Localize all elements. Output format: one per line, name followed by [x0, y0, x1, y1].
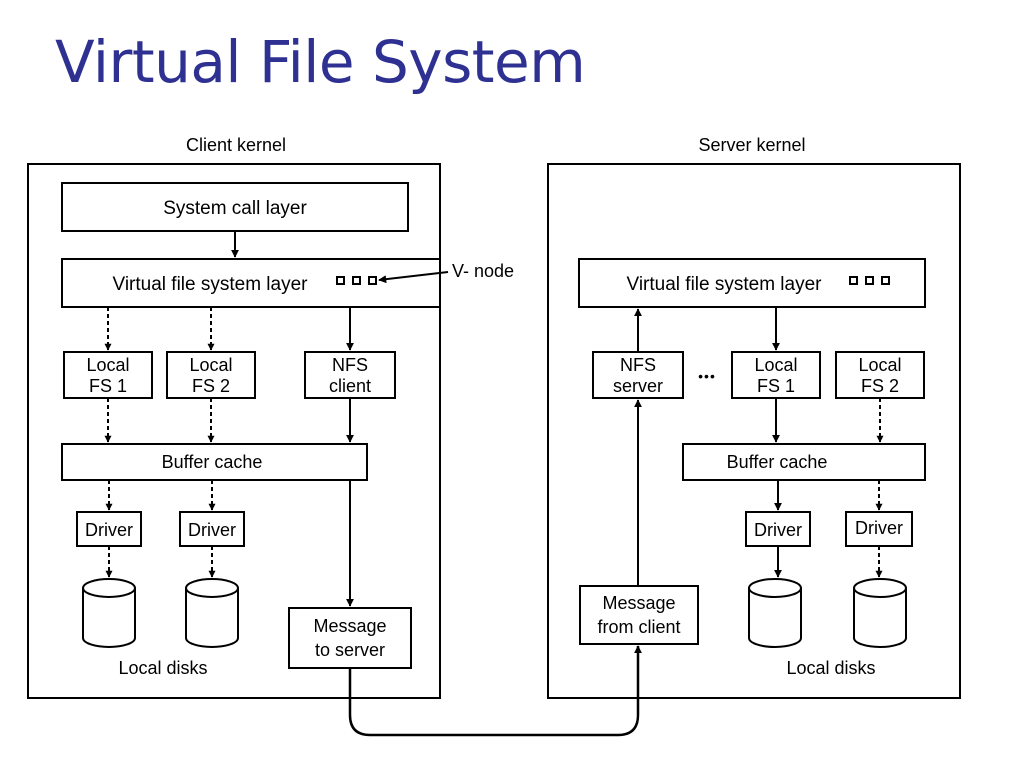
server-ellipsis: •••	[698, 368, 716, 384]
client-disk-1	[82, 578, 136, 648]
svg-text:server: server	[613, 376, 663, 396]
svg-text:Local: Local	[86, 355, 129, 375]
server-kernel-frame	[547, 163, 961, 699]
svg-text:Local: Local	[189, 355, 232, 375]
svg-text:Local: Local	[754, 355, 797, 375]
svg-text:Message: Message	[313, 616, 386, 636]
client-local-fs2: Local FS 2	[166, 351, 256, 399]
server-arrows	[634, 307, 884, 586]
server-disks-label: Local disks	[786, 658, 875, 678]
client-syscall-layer: System call layer	[61, 182, 409, 232]
svg-text:Driver: Driver	[754, 520, 802, 540]
svg-text:NFS: NFS	[332, 355, 368, 375]
server-nfs-server: NFS server	[592, 351, 684, 399]
slide-title: Virtual File System	[55, 28, 586, 96]
network-connection-arrow	[348, 645, 642, 737]
svg-text:to server: to server	[315, 640, 385, 660]
client-disk-2	[185, 578, 239, 648]
server-buffer-cache: Buffer cache	[682, 443, 926, 481]
client-arrows	[104, 231, 354, 607]
client-nfs-client: NFS client	[304, 351, 396, 399]
client-vnode-squares	[336, 276, 377, 285]
client-disks-label: Local disks	[118, 658, 207, 678]
client-local-fs1: Local FS 1	[63, 351, 153, 399]
client-driver-1: Driver	[76, 511, 142, 547]
server-driver-1: Driver	[745, 511, 811, 547]
server-vnode-squares	[849, 276, 890, 285]
svg-text:Driver: Driver	[85, 520, 133, 540]
server-kernel-label: Server kernel	[698, 135, 805, 155]
client-vfs-box	[61, 258, 441, 308]
svg-text:Buffer cache: Buffer cache	[727, 452, 828, 472]
svg-text:Local: Local	[858, 355, 901, 375]
vnode-arrow	[378, 271, 449, 284]
client-buffer-cache: Buffer cache	[61, 443, 368, 481]
server-local-fs2: Local FS 2	[835, 351, 925, 399]
client-kernel-frame	[27, 163, 441, 699]
svg-text:Driver: Driver	[855, 518, 903, 538]
client-kernel-label: Client kernel	[186, 135, 286, 155]
svg-text:FS 2: FS 2	[861, 376, 899, 396]
svg-text:NFS: NFS	[620, 355, 656, 375]
svg-text:client: client	[329, 376, 371, 396]
client-vfs-text: Virtual file system layer	[113, 274, 309, 295]
server-local-fs1: Local FS 1	[731, 351, 821, 399]
svg-text:FS 1: FS 1	[89, 376, 127, 396]
server-disk-2	[853, 578, 907, 648]
svg-text:Buffer cache: Buffer cache	[162, 452, 263, 472]
server-vfs-box	[578, 258, 926, 308]
server-disk-1	[748, 578, 802, 648]
server-driver-2: Driver	[845, 511, 913, 547]
server-message-from-client: Message from client	[579, 585, 699, 645]
svg-text:FS 1: FS 1	[757, 376, 795, 396]
svg-text:Message: Message	[602, 593, 675, 613]
svg-text:System call layer: System call layer	[163, 198, 307, 219]
svg-text:from client: from client	[597, 617, 680, 637]
svg-text:FS 2: FS 2	[192, 376, 230, 396]
client-message-to-server: Message to server	[288, 607, 412, 669]
vnode-label: V- node	[452, 261, 514, 281]
client-driver-2: Driver	[179, 511, 245, 547]
server-vfs-text: Virtual file system layer	[627, 274, 823, 295]
svg-text:Driver: Driver	[188, 520, 236, 540]
